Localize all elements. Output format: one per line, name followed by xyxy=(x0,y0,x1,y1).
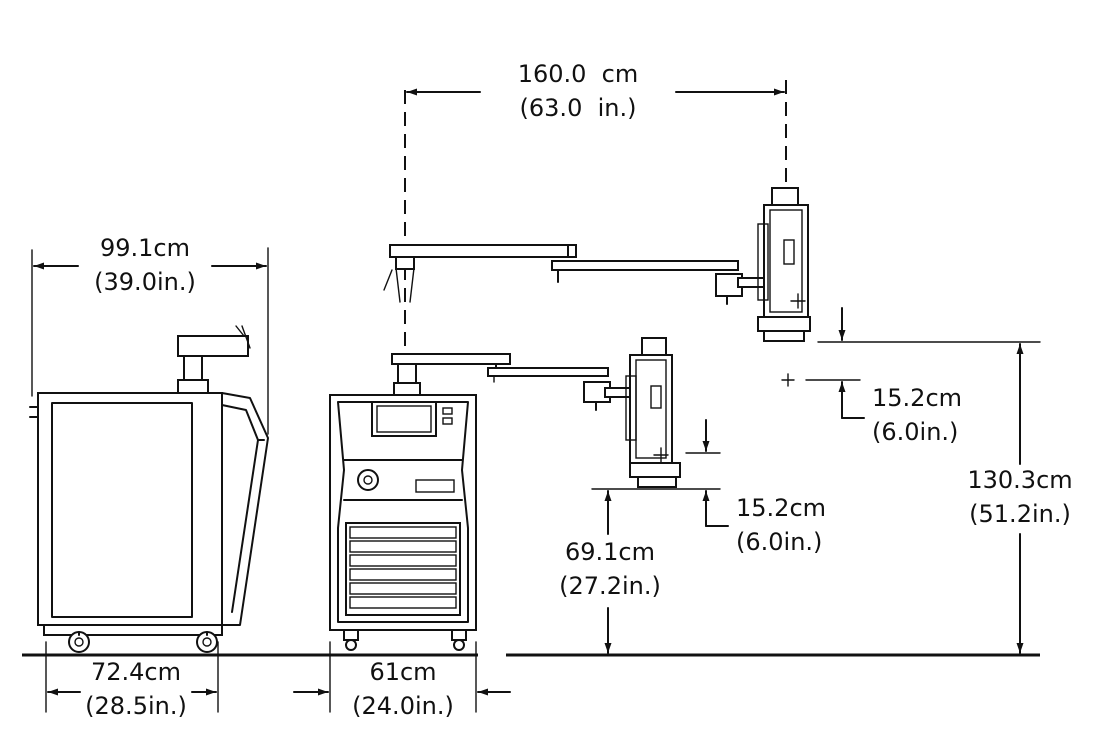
label-cart-depth-imperial: (28.5in.) xyxy=(85,692,187,720)
label-cart-width-metric: 61cm xyxy=(369,658,436,686)
label-cart-height-metric: 99.1cm xyxy=(100,234,190,262)
dimension-lines xyxy=(31,88,1041,713)
label-head-offset-upper-metric: 15.2cm xyxy=(872,384,962,412)
label-cart-height-imperial: (39.0in.) xyxy=(94,268,196,296)
label-cart-depth-metric: 72.4cm xyxy=(91,658,181,686)
label-head-offset-lower-imperial: (6.0in.) xyxy=(736,528,822,556)
label-head-offset-lower-metric: 15.2cm xyxy=(736,494,826,522)
cart-side-view xyxy=(29,325,269,653)
label-upper-head-height-imperial: (51.2in.) xyxy=(969,500,1071,528)
vent-grille xyxy=(349,526,457,609)
label-upper-head-height-metric: 130.3cm xyxy=(967,466,1072,494)
label-arm-reach-metric: 160.0 cm xyxy=(518,60,639,88)
label-arm-reach-imperial: (63.0 in.) xyxy=(520,94,637,122)
cart-front-view xyxy=(329,337,681,651)
dimension-labels: 99.1cm (39.0in.) 160.0 cm (63.0 in.) 72.… xyxy=(85,60,1072,720)
extended-arm xyxy=(383,80,811,350)
label-cart-width-imperial: (24.0in.) xyxy=(352,692,454,720)
label-lower-head-height-metric: 69.1cm xyxy=(565,538,655,566)
label-lower-head-height-imperial: (27.2in.) xyxy=(559,572,661,600)
label-head-offset-upper-imperial: (6.0in.) xyxy=(872,418,958,446)
